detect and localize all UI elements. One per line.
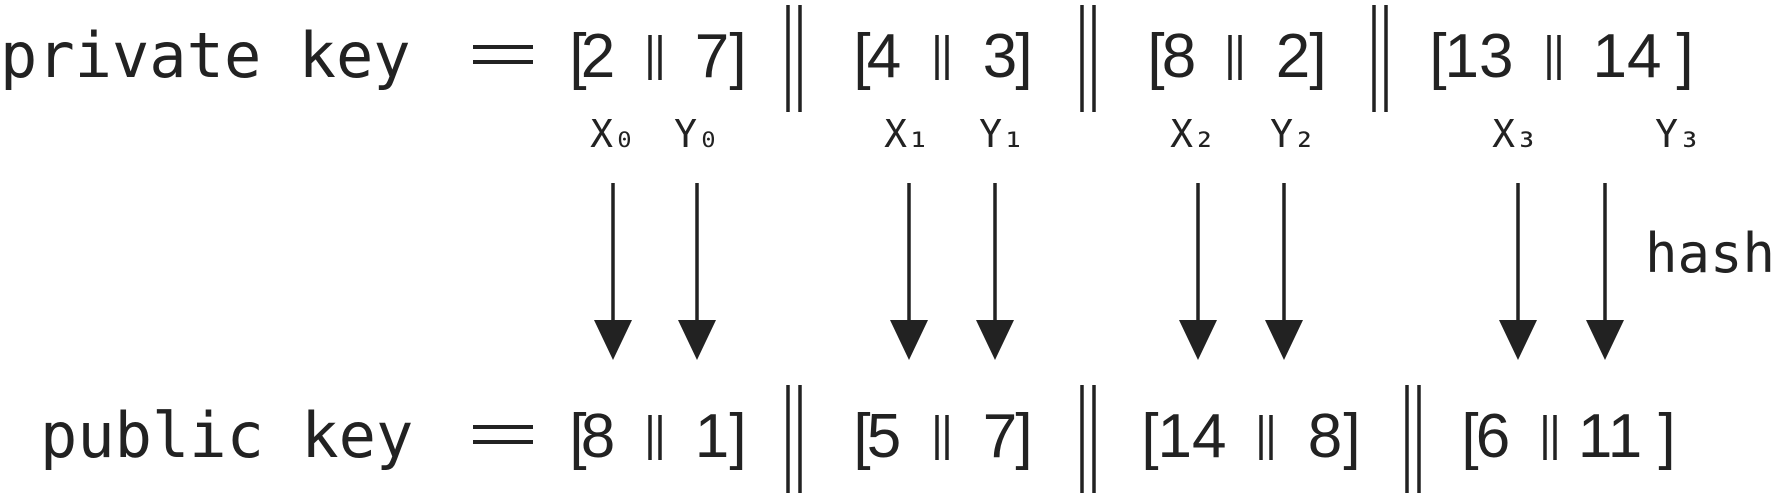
inner-concat-symbol [1547,35,1561,80]
private-key-equals-sign [473,45,533,64]
private-key-pair-2: [ 8 2 ] [1147,22,1326,91]
private-key-label: private key [0,19,411,92]
public-y2-value: 8 [1308,402,1342,471]
pair-separator-1 [1080,5,1096,112]
private-x3-value: 13 [1445,22,1514,91]
public-key-pair-1: [ 5 7 ] [853,402,1032,471]
private-x0-value: 2 [581,22,615,91]
public-key-pair-0: [ 8 1 ] [569,402,746,471]
private-key-pair-1: [ 4 3 ] [853,22,1032,91]
close-bracket: ] [1676,22,1693,91]
inner-concat-symbol [648,35,662,80]
arrow-x3 [1499,183,1537,360]
private-key-pair-0: [ 2 7 ] [569,22,746,91]
index-x0-label: X₀ [590,112,636,156]
inner-concat-symbol [935,35,949,80]
pair-separator-0 [786,385,802,493]
public-key-pair-3: [ 6 11 ] [1461,402,1675,471]
open-bracket: [ [1141,402,1158,471]
public-y0-value: 1 [695,402,729,471]
close-bracket: ] [1343,402,1360,471]
arrow-y1 [976,183,1014,360]
open-bracket: [ [853,402,870,471]
close-bracket: ] [1015,22,1032,91]
private-x2-value: 8 [1162,22,1196,91]
pair-separator-2 [1372,5,1388,112]
public-key-label: public key [40,399,413,472]
hash-label: hash [1645,222,1775,285]
open-bracket: [ [569,22,586,91]
hash-arrows [594,183,1624,360]
public-y3-value: 11 [1578,402,1642,471]
public-key-equals-sign [473,425,533,444]
public-key-pair-2: [ 14 8 ] [1141,402,1360,471]
open-bracket: [ [569,402,586,471]
index-y1-label: Y₁ [979,112,1025,156]
arrow-x1 [890,183,928,360]
open-bracket: [ [1461,402,1478,471]
private-y0-value: 7 [695,22,729,91]
index-y2-label: Y₂ [1270,112,1316,156]
private-x1-value: 4 [867,22,901,91]
inner-concat-symbol [1259,415,1273,460]
index-x2-label: X₂ [1170,112,1216,156]
public-x0-value: 8 [581,402,615,471]
index-y0-label: Y₀ [674,112,720,156]
open-bracket: [ [1147,22,1164,91]
inner-concat-symbol [1228,35,1242,80]
index-labels: X₀ Y₀ X₁ Y₁ X₂ Y₂ X₃ Y₃ [590,112,1701,156]
private-y1-value: 3 [983,22,1017,91]
public-y1-value: 7 [983,402,1017,471]
index-y3-label: Y₃ [1655,112,1701,156]
pair-separator-1 [1080,385,1096,493]
index-x3-label: X₃ [1492,112,1538,156]
inner-concat-symbol [935,415,949,460]
close-bracket: ] [1015,402,1032,471]
pair-separator-0 [786,5,802,112]
private-key-pair-3: [ 13 14 ] [1429,22,1693,91]
inner-concat-symbol [648,415,662,460]
public-x2-value: 14 [1158,402,1227,471]
arrow-x2 [1179,183,1217,360]
close-bracket: ] [1309,22,1326,91]
arrow-x0 [594,183,632,360]
private-y2-value: 2 [1276,22,1310,91]
pair-separator-2 [1405,385,1421,493]
close-bracket: ] [1658,402,1675,471]
open-bracket: [ [1429,22,1446,91]
close-bracket: ] [729,402,746,471]
private-y3-value: 14 [1593,22,1662,91]
inner-concat-symbol [1543,415,1557,460]
index-x1-label: X₁ [884,112,930,156]
public-x1-value: 5 [867,402,901,471]
close-bracket: ] [729,22,746,91]
public-x3-value: 6 [1476,402,1510,471]
arrow-y3 [1586,183,1624,360]
open-bracket: [ [853,22,870,91]
arrow-y2 [1265,183,1303,360]
arrow-y0 [678,183,716,360]
